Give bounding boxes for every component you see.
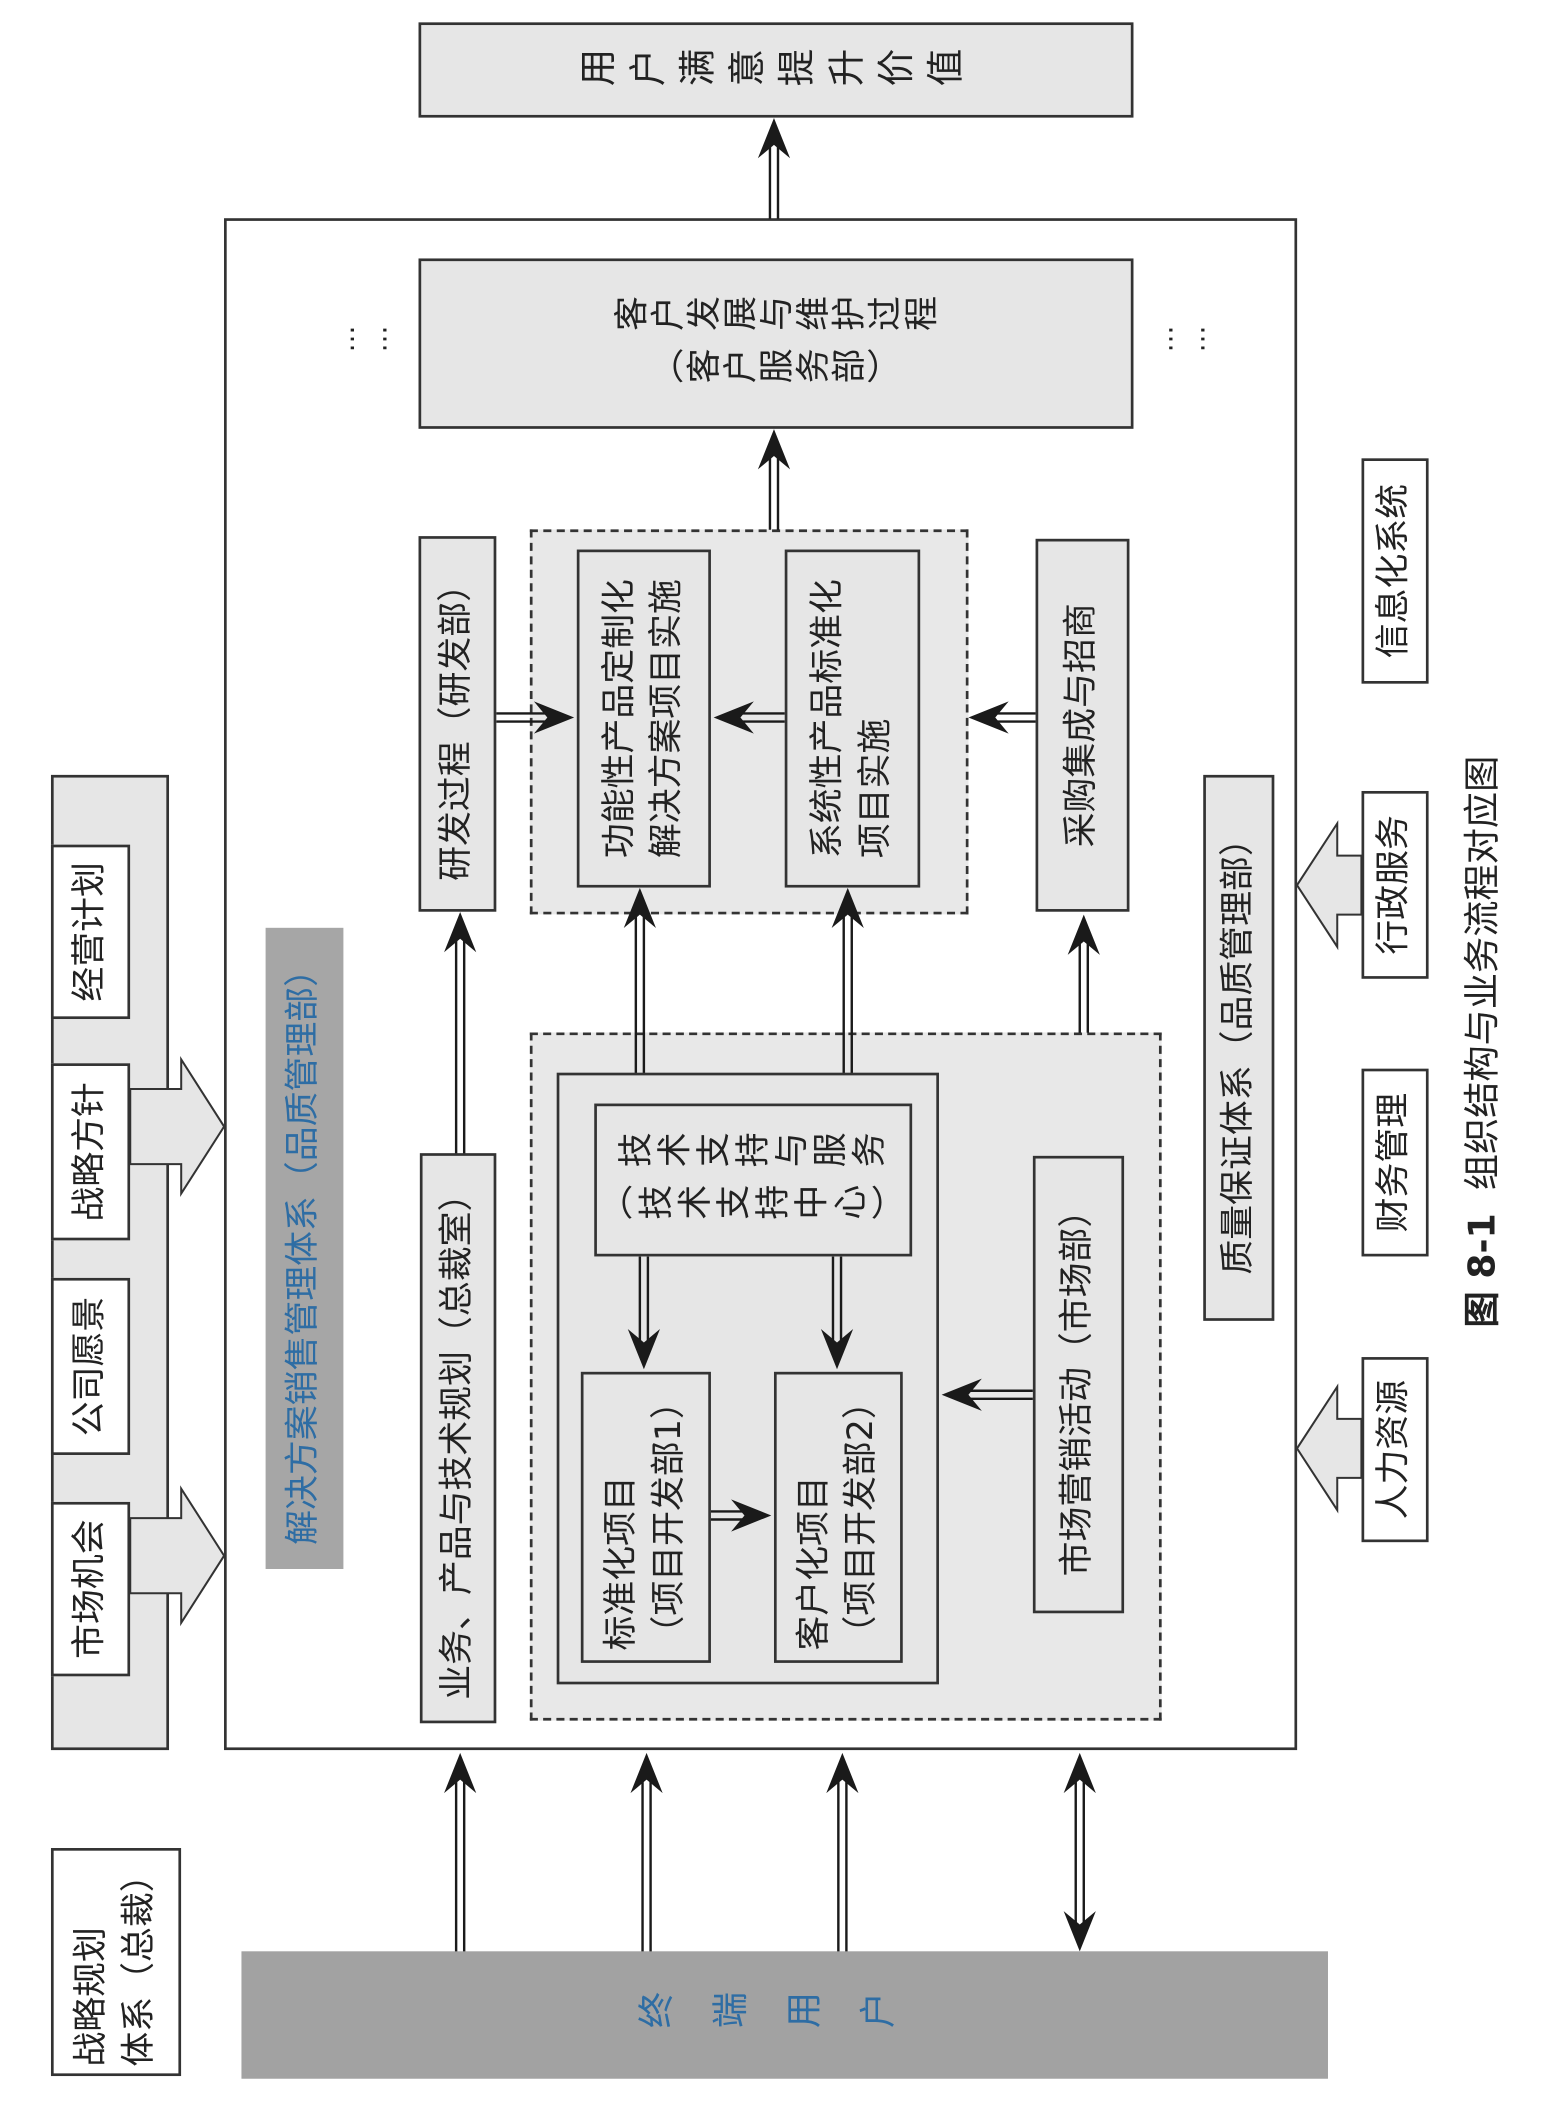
rd-process-label: 研发过程（研发部） bbox=[436, 566, 477, 881]
custom-project-line1: 客户化项目 bbox=[793, 1476, 835, 1651]
business-plan-label: 经营计划 bbox=[69, 862, 110, 1002]
quality-assurance-label: 质量保证体系（品质管理部） bbox=[1217, 821, 1259, 1275]
market-opportunity-box: 市场机会 bbox=[50, 1501, 131, 1677]
hr-label: 人力资源 bbox=[1374, 1379, 1415, 1520]
strategy-planning-line2: 体系（总裁） bbox=[118, 1857, 159, 2067]
it-system-box: 信息化系统 bbox=[1361, 458, 1429, 684]
marketing-label: 市场营销活动（市场部） bbox=[1057, 1192, 1098, 1577]
standard-project-line1: 标准化项目 bbox=[601, 1476, 642, 1651]
market-opportunity-label: 市场机会 bbox=[69, 1519, 110, 1659]
business-plan-box: 经营计划 bbox=[50, 844, 131, 1020]
procurement-label: 采购集成与招商 bbox=[1061, 603, 1102, 848]
rd-process-box: 研发过程（研发部） bbox=[418, 536, 497, 912]
user-satisfaction-label: 用户满意提升价值 bbox=[577, 47, 975, 92]
system-product-line1: 系统性产品标准化 bbox=[808, 579, 849, 859]
procurement-box: 采购集成与招商 bbox=[1035, 538, 1130, 912]
end-user-label: 终端用户 bbox=[637, 1993, 933, 2035]
functional-product-box: 功能性产品定制化解决方案项目实施 bbox=[576, 549, 711, 888]
ellipsis-right: …… bbox=[1146, 322, 1212, 356]
admin-service-box: 行政服务 bbox=[1361, 790, 1429, 979]
solution-system-bar: 解决方案销售管理体系（品质管理部） bbox=[265, 927, 344, 1570]
customer-service-dept: （客户服务部） bbox=[649, 348, 903, 390]
solution-system-label: 解决方案销售管理体系（品质管理部） bbox=[283, 951, 324, 1545]
quality-assurance-box: 质量保证体系（品质管理部） bbox=[1203, 774, 1275, 1321]
it-system-label: 信息化系统 bbox=[1374, 483, 1415, 659]
strategy-planning-line1: 战略规划 bbox=[71, 1927, 112, 2067]
strategy-policy-box: 战略方针 bbox=[50, 1063, 131, 1241]
finance-label: 财务管理 bbox=[1374, 1092, 1415, 1233]
finance-box: 财务管理 bbox=[1361, 1068, 1429, 1257]
end-user-bar: 终端用户 bbox=[241, 1951, 1328, 2079]
hr-box: 人力资源 bbox=[1361, 1357, 1429, 1543]
business-planning-label: 业务、产品与技术规划（总裁室） bbox=[437, 1176, 478, 1700]
company-vision-box: 公司愿景 bbox=[50, 1277, 131, 1455]
admin-service-label: 行政服务 bbox=[1374, 815, 1415, 955]
ellipsis-left: …… bbox=[328, 322, 394, 356]
system-product-line2: 项目实施 bbox=[855, 718, 896, 859]
standard-project-box: 标准化项目（项目开发部1） bbox=[580, 1371, 711, 1663]
customer-development-box: 客户发展与维护过程 （客户服务部） bbox=[418, 258, 1134, 429]
custom-project-line2: （项目开发部2） bbox=[841, 1384, 882, 1651]
functional-product-line2: 解决方案项目实施 bbox=[646, 579, 687, 859]
figure-caption-label: 图 8-1 bbox=[1462, 1213, 1504, 1328]
user-satisfaction-box: 用户满意提升价值 bbox=[418, 22, 1134, 118]
figure-caption: 图 8-1 组织结构与业务流程对应图 bbox=[1453, 751, 1504, 1328]
tech-support-dept: （技术支持中心） bbox=[597, 1185, 909, 1226]
marketing-box: 市场营销活动（市场部） bbox=[1032, 1155, 1125, 1614]
strategy-planning-box: 战略规划体系（总裁） bbox=[50, 1848, 182, 2077]
tech-support-box: 技术支持与服务 （技术支持中心） bbox=[594, 1103, 913, 1257]
functional-product-line1: 功能性产品定制化 bbox=[599, 579, 640, 859]
system-product-box: 系统性产品标准化项目实施 bbox=[784, 549, 921, 888]
company-vision-label: 公司愿景 bbox=[69, 1296, 110, 1437]
customer-development-title: 客户发展与维护过程 bbox=[613, 296, 939, 337]
standard-project-line2: （项目开发部1） bbox=[648, 1384, 689, 1651]
strategy-policy-label: 战略方针 bbox=[69, 1082, 110, 1222]
business-planning-box: 业务、产品与技术规划（总裁室） bbox=[419, 1153, 497, 1724]
tech-support-title: 技术支持与服务 bbox=[617, 1133, 890, 1174]
figure-caption-title: 组织结构与业务流程对应图 bbox=[1462, 755, 1504, 1191]
custom-project-box: 客户化项目（项目开发部2） bbox=[773, 1371, 903, 1663]
